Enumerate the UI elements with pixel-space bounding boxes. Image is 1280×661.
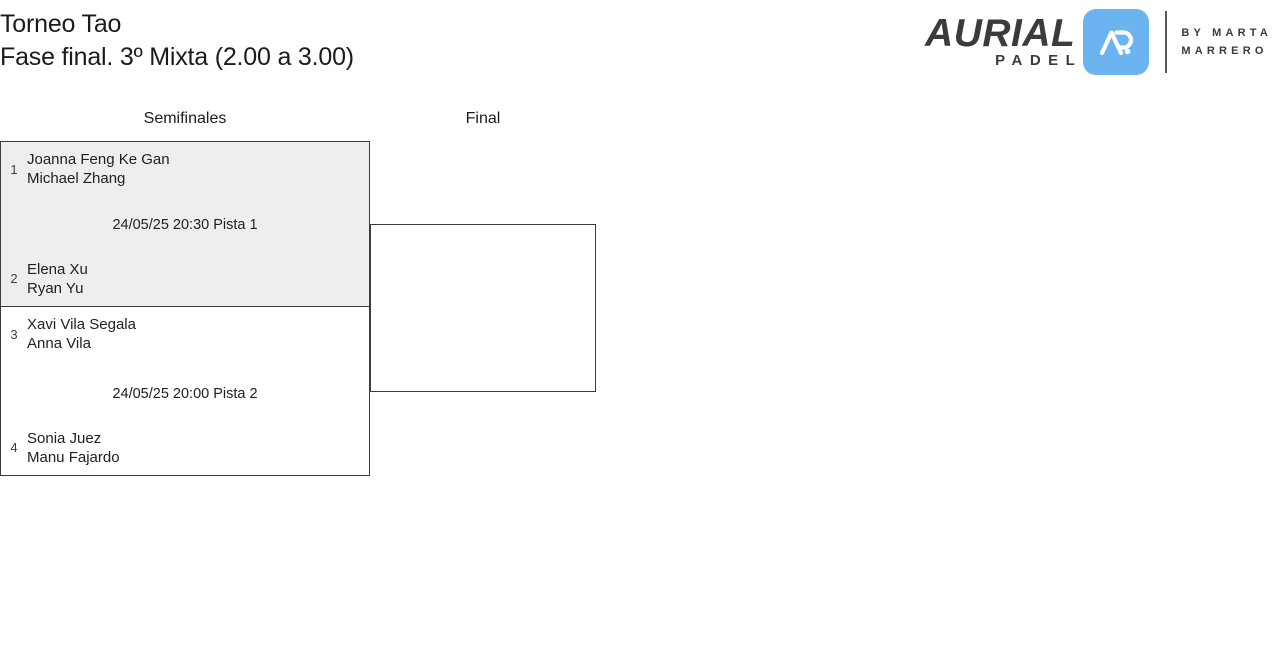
player-name: Xavi Vila Segala [27,316,136,333]
team-players: Sonia Juez Manu Fajardo [27,429,120,467]
match-team-bottom[interactable]: 4 Sonia Juez Manu Fajardo [1,429,369,467]
player-name: Ryan Yu [27,279,84,297]
match-team-top[interactable]: 3 Xavi Vila Segala Anna Vila [1,315,369,353]
tournament-name: Torneo Tao [0,10,122,38]
team-seed: 4 [10,440,18,456]
player-name: Manu Fajardo [27,448,120,466]
logo-wordmark: AURIAL PADEL [925,11,1076,70]
team-players: Elena Xu Ryan Yu [27,260,88,298]
logo-brand-text: AURIAL [925,11,1076,55]
match-card-final[interactable] [370,224,596,392]
team-seed: 3 [10,326,18,342]
player-name: Sonia Juez [27,429,102,447]
match-team-top[interactable]: 1 Joanna Feng Ke Gan Michael Zhang [1,150,369,188]
player-name: Michael Zhang [27,170,126,188]
team-players: Xavi Vila Segala Anna Vila [27,315,136,353]
brand-logo: AURIAL PADEL BY MARTA MARRERO [925,6,1272,78]
logo-divider [1165,11,1168,73]
team-seed: 2 [10,271,18,287]
logo-subbrand-text: PADEL [995,51,1083,69]
team-seed: 1 [10,161,18,177]
round-header-final: Final [465,110,501,127]
match-team-bottom[interactable]: 2 Elena Xu Ryan Yu [1,260,369,298]
round-header-semifinales: Semifinales [143,110,227,127]
tournament-phase: Fase final. 3º Mixta (2.00 a 3.00) [0,42,354,71]
player-name: Elena Xu [27,260,88,278]
match-card-semifinal-2[interactable]: 3 Xavi Vila Segala Anna Vila 24/05/25 20… [0,306,370,476]
match-card-semifinal-1[interactable]: 1 Joanna Feng Ke Gan Michael Zhang 24/05… [0,141,370,307]
player-name: Joanna Feng Ke Gan [27,151,170,168]
team-players: Joanna Feng Ke Gan Michael Zhang [27,150,170,188]
page-title: Torneo Tao Fase final. 3º Mixta (2.00 a … [0,8,354,73]
logo-monogram-icon [1083,9,1150,75]
match-schedule: 24/05/25 20:00 Pista 2 [112,386,258,402]
match-schedule: 24/05/25 20:30 Pista 1 [112,217,258,233]
logo-byline: BY MARTA MARRERO [1181,24,1272,60]
logo-byline-line-2: MARRERO [1181,45,1268,57]
logo-byline-line-1: BY MARTA [1181,26,1272,39]
player-name: Anna Vila [27,335,91,353]
